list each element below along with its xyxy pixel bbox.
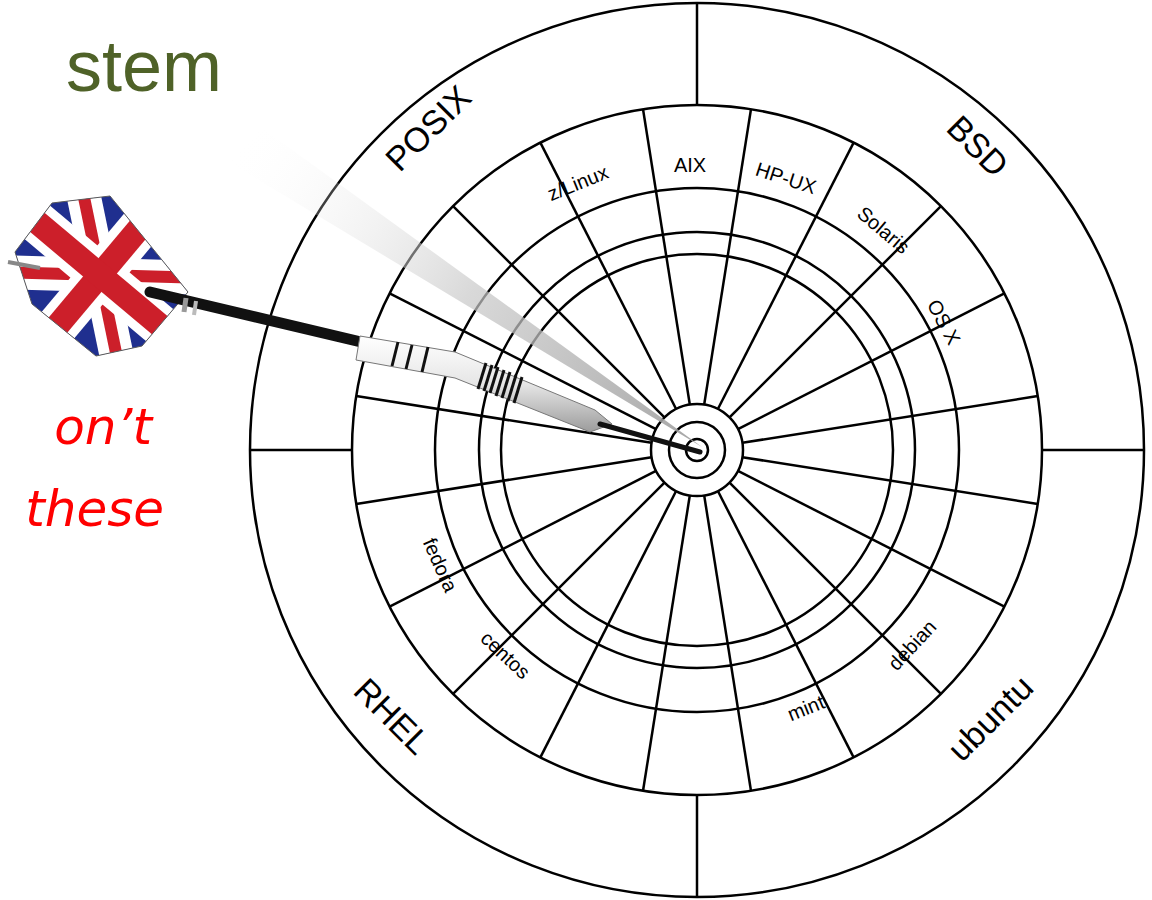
flight-tail	[8, 262, 40, 268]
os-label: OS X	[924, 296, 964, 348]
union-jack-flight	[0, 89, 288, 460]
family-label: BSD	[941, 109, 1014, 182]
quadrant-line	[696, 3, 699, 105]
slide-title: stem	[66, 30, 222, 102]
board-ring	[250, 3, 1144, 897]
barrel-grip	[392, 342, 522, 403]
sector-line	[540, 491, 676, 757]
os-label: centos	[477, 628, 534, 683]
board-lines	[250, 3, 1144, 897]
dart-shaft	[150, 292, 378, 346]
quadrant-line	[1042, 449, 1144, 452]
board-ring	[352, 105, 1042, 795]
sector-line	[453, 483, 664, 694]
sector-line	[356, 457, 651, 504]
shaft-ring	[194, 301, 196, 315]
sector-line	[704, 495, 751, 790]
handwritten-note: on’t	[54, 402, 152, 452]
sector-line	[742, 396, 1037, 443]
dart-barrel	[356, 336, 612, 432]
dart-tip	[600, 424, 700, 452]
family-label: RHEL	[348, 672, 436, 760]
os-label: mint	[785, 692, 828, 725]
sector-line	[738, 471, 1004, 607]
quadrant-line	[696, 795, 699, 897]
sector-line	[730, 483, 941, 694]
sector-line	[718, 143, 854, 409]
quadrant-line	[250, 449, 352, 452]
os-label: AIX	[674, 155, 706, 175]
shaft-ring	[184, 298, 186, 312]
os-label: Solaris	[854, 203, 914, 258]
family-label: ubuntu	[941, 669, 1039, 767]
sector-line	[643, 109, 690, 404]
os-label: HP-UX	[753, 159, 818, 197]
handwritten-note: these	[25, 484, 164, 534]
flight-edge	[15, 196, 188, 356]
os-label: fedora	[419, 535, 460, 595]
board-ring	[435, 188, 959, 712]
motion-trail	[222, 128, 702, 447]
